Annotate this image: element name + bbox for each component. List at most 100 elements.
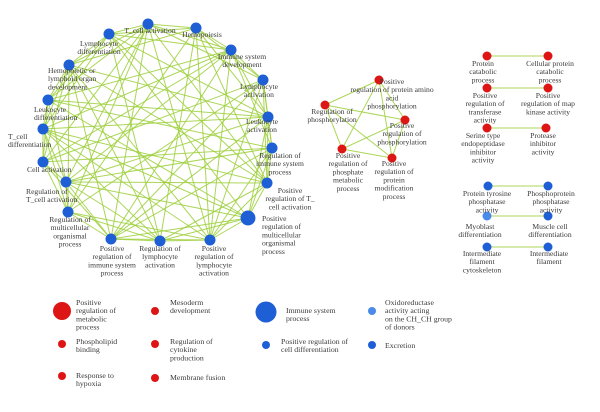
legend-swatch-8 <box>58 372 66 380</box>
node-reg_tcell <box>60 176 72 188</box>
node-reg_lymph_act <box>154 235 166 247</box>
edge-reg_tcell-leuk_diff <box>47 99 67 183</box>
edge-reg_phos-pos_reg_phos <box>324 104 406 121</box>
edge-lymph_diff-tcell_act <box>108 23 149 35</box>
edge-tcell_act-hemopoiesis <box>147 23 197 29</box>
edge-reg_multi-cell_act <box>42 161 69 213</box>
node-pos_reg_tcell <box>261 177 273 189</box>
legend-swatch-0 <box>53 302 71 320</box>
edge-lymph_diff-pos_reg_multi <box>108 33 249 219</box>
edge-reg_tcell-immune_dev <box>65 49 232 183</box>
edge-pos_reg_multi-leuk_diff <box>47 99 249 219</box>
edge-reg_immune_proc-pos_reg_tcell <box>266 147 273 184</box>
edge-pos_reg_lymph_act-hemo_lymph_dev <box>68 64 211 241</box>
edge-reg_phos-pos_reg_prot_mod <box>324 104 393 159</box>
node-pos_reg_map <box>543 83 553 93</box>
edge-reg_immune_proc-cell_act <box>42 147 273 163</box>
node-hemo_lymph_dev <box>63 59 75 71</box>
legend-swatch-4 <box>58 340 66 348</box>
legend-swatch-1 <box>151 307 159 315</box>
edge-lymph_diff-hemopoiesis <box>108 27 197 35</box>
node-serine <box>482 123 492 133</box>
legend-label-7: Excretion <box>385 341 415 350</box>
node-if_cyto <box>482 242 492 252</box>
node-protease <box>541 123 551 133</box>
node-pos_reg_transf <box>482 83 492 93</box>
edge-reg_multi-hemopoiesis <box>67 27 197 213</box>
edge-reg_lymph_act-hemo_lymph_dev <box>68 64 161 242</box>
edge-leuk_act-reg_tcell <box>65 116 269 183</box>
edge-reg_tcell-tcell_act <box>65 23 149 183</box>
legend-swatch-5 <box>151 340 159 348</box>
edge-reg_multi-tcell_act <box>67 23 149 213</box>
node-pos_reg_prot_mod <box>387 153 397 163</box>
edge-reg_phos-pos_reg_aa_phos <box>324 79 380 106</box>
legend-swatch-2 <box>255 301 277 323</box>
node-immune_dev <box>225 44 237 56</box>
edge-immune_dev-pos_reg_lymph_act <box>209 49 232 241</box>
node-pos_reg_aa_phos <box>374 75 384 85</box>
legend-swatch-7 <box>368 341 376 349</box>
edge-pos_reg_aa_phos-pos_reg_prot_mod <box>378 79 393 159</box>
edge-hemo_lymph_dev-tcell_act <box>68 23 149 66</box>
label-tcell_act: T_cell activation <box>124 26 175 35</box>
legend-swatch-6 <box>262 341 270 349</box>
edge-tcell_diff-immune_dev <box>42 49 232 130</box>
edge-pos_reg_immune-reg_multi <box>67 211 112 240</box>
edge-tcell_diff-hemo_lymph_dev <box>42 64 70 130</box>
edge-pos_reg_aa_phos-pos_reg_phosphate <box>341 79 380 150</box>
node-tcell_act <box>142 18 154 30</box>
node-reg_multi <box>62 206 74 218</box>
edge-pos_reg_multi-reg_lymph_act <box>159 217 249 242</box>
node-hemopoiesis <box>190 22 202 34</box>
label-cell_act: Cell activation <box>27 165 72 174</box>
node-pos_reg_phos <box>400 115 410 125</box>
node-pos_reg_immune <box>105 233 117 245</box>
edge-leuk_diff-hemo_lymph_dev <box>47 64 70 101</box>
edge-reg_phos-pos_reg_phosphate <box>324 104 343 150</box>
nodes-layer <box>37 18 553 252</box>
edge-tcell_act-pos_reg_tcell <box>147 23 268 184</box>
edge-pos_reg_phos-pos_reg_prot_mod <box>391 119 406 159</box>
edge-cell_act-lymph_act <box>42 79 264 163</box>
edge-pos_reg_tcell-tcell_diff <box>42 128 268 184</box>
edge-reg_lymph_act-pos_reg_immune <box>110 238 161 242</box>
node-pos_reg_multi <box>240 210 256 226</box>
edge-pos_reg_tcell-reg_lymph_act <box>159 182 268 242</box>
edge-hemopoiesis-leuk_act <box>195 27 269 118</box>
edge-pos_reg_immune-hemo_lymph_dev <box>68 64 112 240</box>
edge-lymph_act-reg_multi <box>67 79 264 213</box>
label-hemopoiesis: Hemopoiesis <box>182 30 222 39</box>
node-muscle <box>543 211 553 221</box>
edge-hemo_lymph_dev-leuk_act <box>68 64 269 118</box>
edge-pos_reg_prot_mod-pos_reg_phosphate <box>341 148 393 159</box>
edge-lymph_diff-immune_dev <box>108 33 232 51</box>
edge-hemo_lymph_dev-pos_reg_tcell <box>68 64 268 184</box>
edge-lymph_act-pos_reg_immune <box>110 79 264 240</box>
edge-reg_lymph_act-tcell_diff <box>42 128 161 242</box>
